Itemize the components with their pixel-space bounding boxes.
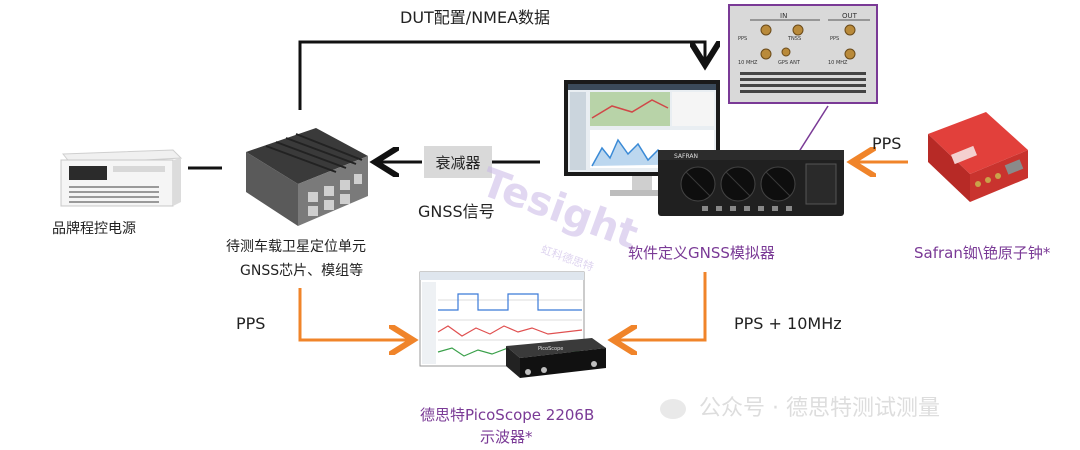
svg-text:10 MHZ: 10 MHZ <box>828 60 848 66</box>
svg-text:TNSS: TNSS <box>787 36 801 42</box>
wechat-watermark: 公众号 · 德思特测试测量 <box>660 390 940 422</box>
svg-text:10 MHZ: 10 MHZ <box>738 60 758 66</box>
pps-10mhz-arrow <box>616 272 707 340</box>
svg-text:PPS: PPS <box>830 36 839 42</box>
simulator-label: 软件定义GNSS模拟器 <box>628 244 775 262</box>
svg-text:PicoScope: PicoScope <box>538 346 563 352</box>
attenuator-label: 衰减器 <box>435 153 481 172</box>
power-supply-device <box>60 149 183 207</box>
rear-panel-inset: IN OUT PPS 10 MHZ TNSS GPS ANT PPS 10 MH… <box>728 4 878 104</box>
scope-label-line2: 示波器* <box>480 428 533 446</box>
panel-out-text: OUT <box>842 12 858 20</box>
pps-dut-arrow <box>298 288 410 340</box>
nmea-arrow <box>298 40 705 110</box>
dut-label-line1: 待测车载卫星定位单元 <box>226 239 366 255</box>
atomic-clock-device <box>928 112 1028 202</box>
svg-text:PPS: PPS <box>738 36 747 42</box>
clock-label: Safran铷\铯原子钟* <box>914 244 1051 262</box>
pps-10mhz-label: PPS + 10MHz <box>734 314 842 333</box>
panel-callout-line <box>794 105 829 159</box>
gnss-signal-label: GNSS信号 <box>418 202 495 221</box>
dut-module-device <box>246 128 368 226</box>
wechat-label: 公众号 · 德思特测试测量 <box>699 396 940 421</box>
attenuator-box: 衰减器 <box>424 146 492 178</box>
dut-label-line2: GNSS芯片、模组等 <box>240 263 364 279</box>
svg-text:GPS ANT: GPS ANT <box>778 60 801 66</box>
panel-in-text: IN <box>780 12 787 20</box>
safran-logo-text: SAFRAN <box>674 153 698 160</box>
picoscope-device: PicoScope <box>506 338 606 378</box>
gnss-simulator-device: SAFRAN <box>658 150 844 216</box>
pps-dut-label: PPS <box>236 314 266 333</box>
nmea-label: DUT配置/NMEA数据 <box>400 8 551 27</box>
scope-label-line1: 德思特PicoScope 2206B <box>420 406 595 424</box>
power-supply-label: 品牌程控电源 <box>52 221 136 237</box>
wechat-icon <box>660 399 686 419</box>
pps-clock-label: PPS <box>872 134 902 153</box>
